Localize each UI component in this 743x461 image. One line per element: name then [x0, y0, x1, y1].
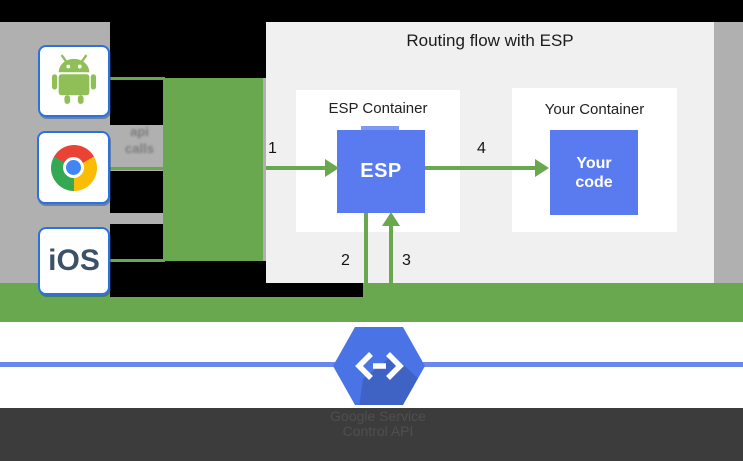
arrow-4-head-icon: [535, 159, 549, 177]
your-code-label: Your code: [575, 154, 612, 192]
arrow-3-line: [389, 220, 393, 320]
green-flow-vertical-bar: [163, 78, 263, 261]
android-client-box: [38, 45, 110, 117]
ios-label: iOS: [48, 244, 100, 277]
api-calls-label: api calls: [112, 123, 167, 157]
android-robot-icon: [51, 53, 97, 110]
step-2-number: 2: [341, 252, 350, 269]
chrome-icon-core: [66, 160, 81, 175]
android-connector-line: [108, 77, 165, 80]
arrow-1-head-icon: [325, 159, 339, 177]
your-code-line1: Your: [576, 154, 612, 172]
your-code-node: Your code: [550, 130, 638, 215]
step-3-number: 3: [402, 252, 411, 269]
ios-client-box: iOS: [38, 227, 110, 295]
endpoints-caption: Google Service Control API: [330, 409, 426, 439]
black-backdrop-patch: [110, 224, 165, 259]
chrome-connector-line: [108, 167, 165, 170]
esp-node: ESP: [337, 130, 425, 213]
top-black-bar: [0, 0, 743, 22]
black-backdrop-patch: [110, 22, 266, 78]
right-grey-backdrop: [714, 22, 743, 283]
esp-node-label: ESP: [360, 160, 402, 182]
chrome-client-box: [37, 131, 110, 204]
cloud-endpoints-hexagon-icon: [333, 325, 425, 407]
panel-title: Routing flow with ESP: [406, 31, 574, 50]
step-4-number: 4: [477, 140, 486, 157]
your-code-line2: code: [575, 173, 613, 191]
chrome-browser-icon: [50, 144, 97, 191]
black-backdrop-patch: [110, 78, 165, 125]
endpoints-caption-line1: Google Service: [330, 408, 426, 424]
your-container-title: Your Container: [544, 101, 645, 118]
black-backdrop-patch: [110, 171, 165, 213]
api-calls-line2: calls: [125, 141, 154, 156]
api-calls-line1: api: [130, 124, 149, 139]
arrow-3-head-icon: [382, 212, 400, 226]
endpoints-caption-line2: Control API: [342, 423, 414, 439]
chrome-icon-ring: [63, 157, 84, 178]
esp-container-title: ESP Container: [328, 100, 428, 117]
esp-node-top-tab: [361, 126, 399, 132]
step-1-number: 1: [268, 140, 277, 157]
arrow-1-line: [266, 166, 325, 170]
arrow-2-line: [364, 213, 368, 320]
footer-dark-bar: [0, 408, 743, 461]
ios-connector-line: [108, 259, 165, 262]
arrow-4-line: [425, 166, 535, 170]
